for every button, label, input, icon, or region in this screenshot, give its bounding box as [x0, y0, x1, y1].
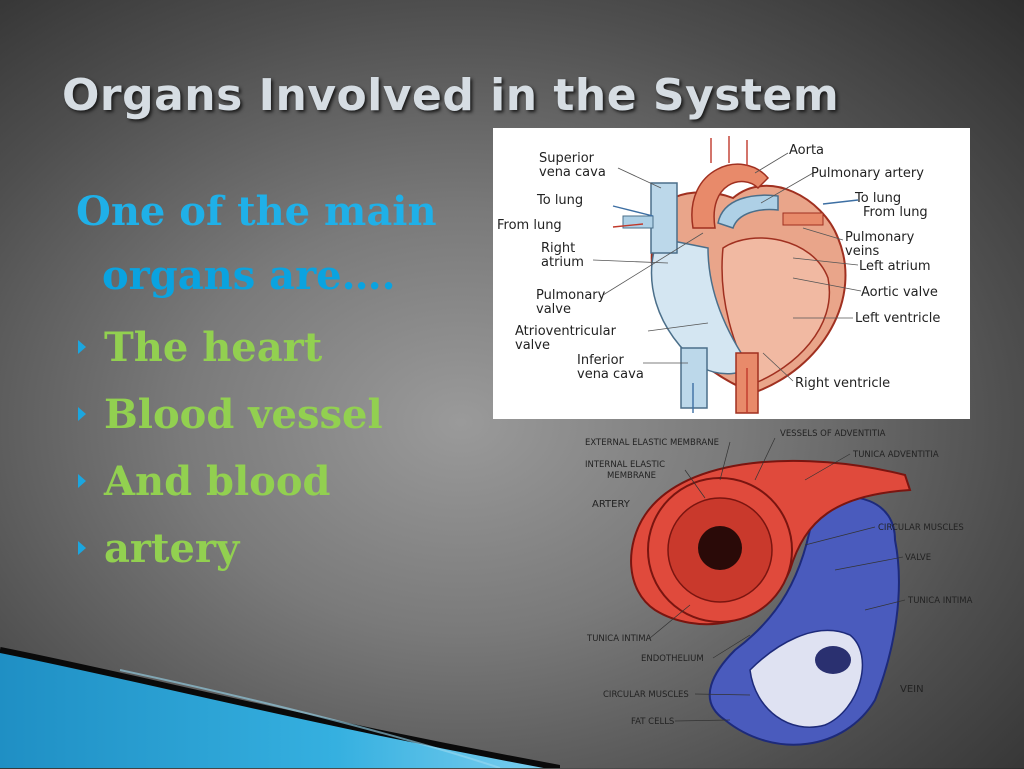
- label-aorta: Aorta: [789, 143, 824, 158]
- label-aortic-valve: Aortic valve: [861, 285, 938, 300]
- label-vessels-of-adventitia: VESSELS OF ADVENTITIA: [780, 429, 886, 439]
- label-superior-vena-cava-2: vena cava: [539, 165, 606, 180]
- label-pulmonary-artery: Pulmonary artery: [811, 166, 924, 181]
- label-superior-vena-cava: Superior: [539, 151, 595, 166]
- label-endothelium: ENDOTHELIUM: [641, 654, 704, 664]
- label-external-elastic-membrane: EXTERNAL ELASTIC MEMBRANE: [585, 438, 719, 448]
- label-circular-muscles-bottom: CIRCULAR MUSCLES: [603, 690, 689, 700]
- decorative-swoosh: [0, 647, 560, 768]
- label-fat-cells: FAT CELLS: [631, 717, 674, 727]
- label-tunica-intima-right: TUNICA INTIMA: [907, 596, 973, 606]
- label-left-atrium: Left atrium: [859, 259, 931, 274]
- bullet-text: And blood: [104, 458, 331, 505]
- bullet-item: artery: [76, 515, 496, 582]
- label-tunica-intima-left: TUNICA INTIMA: [586, 634, 652, 644]
- label-internal-elastic-membrane: INTERNAL ELASTIC: [585, 460, 665, 470]
- label-inferior-vena-cava: Inferior: [577, 353, 625, 368]
- bullet-arrow-icon: [78, 474, 86, 488]
- bullet-item: The heart: [76, 314, 496, 381]
- label-tunica-adventitia: TUNICA ADVENTITIA: [852, 450, 939, 460]
- label-right-ventricle: Right ventricle: [795, 376, 890, 391]
- label-left-ventricle: Left ventricle: [855, 311, 940, 326]
- heart-illustration: Superior vena cava Aorta Pulmonary arter…: [497, 136, 940, 414]
- bullet-text: artery: [104, 525, 240, 572]
- label-pulmonary-valve-2: valve: [536, 302, 571, 317]
- label-pulmonary-valve: Pulmonary: [536, 288, 606, 303]
- label-av-valve-2: valve: [515, 338, 550, 353]
- label-circular-muscles-top: CIRCULAR MUSCLES: [878, 523, 964, 533]
- label-av-valve: Atrioventricular: [515, 324, 617, 339]
- intro-organs-word: organs: [102, 252, 256, 299]
- label-to-lung-left: To lung: [536, 193, 583, 208]
- bullet-list: The heart Blood vessel And blood artery: [76, 314, 496, 582]
- label-right-atrium: Right: [541, 241, 575, 256]
- slide-content: One of the main organs are…. The heart B…: [76, 180, 496, 582]
- label-from-lung-left: From lung: [497, 218, 562, 233]
- bullet-arrow-icon: [78, 541, 86, 555]
- vessel-diagram: EXTERNAL ELASTIC MEMBRANE VESSELS OF ADV…: [575, 420, 1020, 765]
- label-vein: VEIN: [900, 684, 924, 695]
- slide-title: Organs Involved in the System: [62, 70, 840, 121]
- bullet-text: Blood vessel: [104, 391, 383, 438]
- bullet-arrow-icon: [78, 340, 86, 354]
- label-pulmonary-veins: Pulmonary: [845, 230, 915, 245]
- label-valve: VALVE: [905, 553, 931, 563]
- artery-vein-illustration: EXTERNAL ELASTIC MEMBRANE VESSELS OF ADV…: [585, 429, 973, 746]
- label-internal-elastic-membrane-2: MEMBRANE: [607, 471, 656, 481]
- label-from-lung-right: From lung: [863, 205, 928, 220]
- label-pulmonary-veins-2: veins: [845, 244, 880, 259]
- bullet-arrow-icon: [78, 407, 86, 421]
- intro-line-1: One of the main: [76, 188, 437, 235]
- intro-text: One of the main organs are….: [76, 180, 496, 308]
- label-right-atrium-2: atrium: [541, 255, 584, 270]
- intro-are-word: are….: [255, 252, 396, 299]
- bullet-item: And blood: [76, 448, 496, 515]
- heart-diagram: Superior vena cava Aorta Pulmonary arter…: [493, 128, 970, 419]
- bullet-item: Blood vessel: [76, 381, 496, 448]
- label-to-lung-right: To lung: [854, 191, 901, 206]
- bullet-text: The heart: [104, 324, 323, 371]
- label-artery: ARTERY: [592, 499, 631, 510]
- intro-line-2: organs are….: [76, 244, 496, 308]
- label-inferior-vena-cava-2: vena cava: [577, 367, 644, 382]
